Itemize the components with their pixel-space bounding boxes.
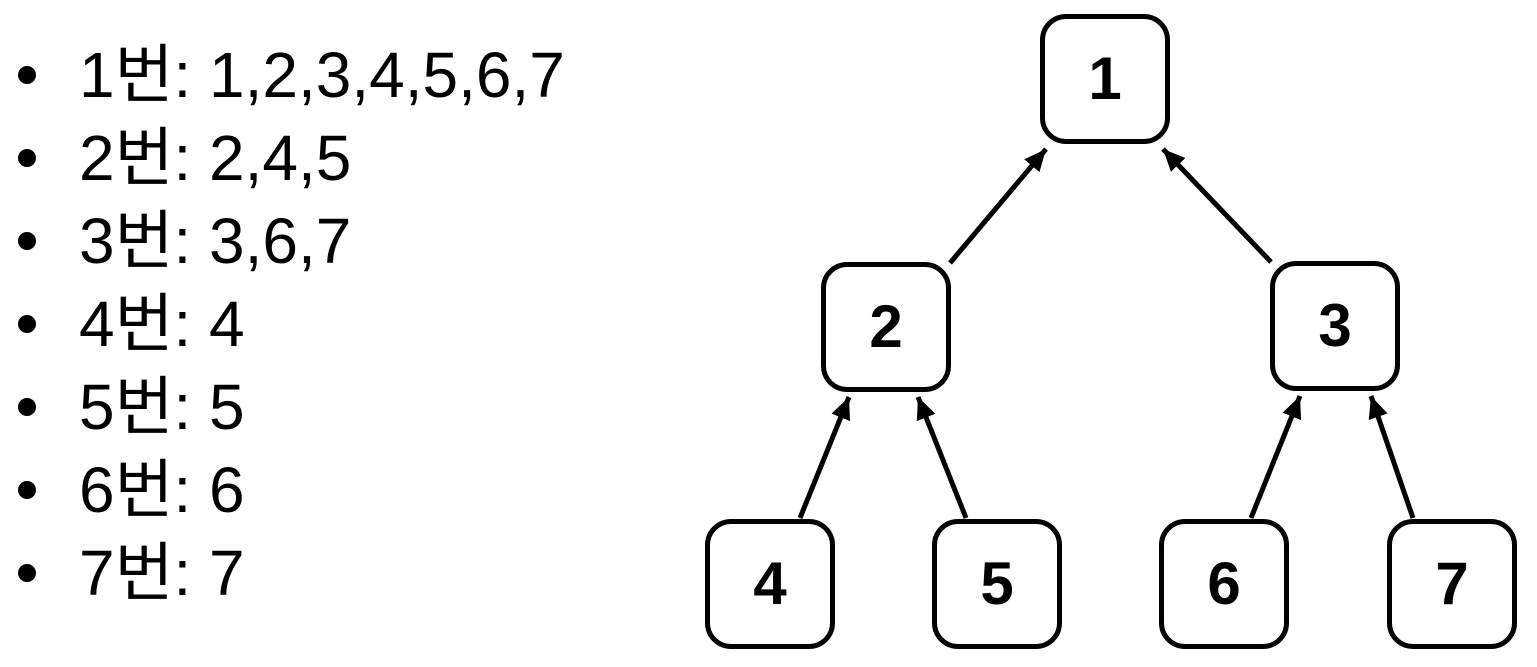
bullet-icon xyxy=(18,480,36,499)
list-item-text: 2번: 2,4,5 xyxy=(79,121,352,194)
tree-node-label: 6 xyxy=(1207,550,1241,617)
tree-node-1: 1 xyxy=(1040,14,1170,144)
tree-node-2: 2 xyxy=(821,262,951,392)
list-item: 7번: 7 xyxy=(18,531,565,614)
list-item-text: 6번: 6 xyxy=(79,453,245,526)
adjacency-list: 1번: 1,2,3,4,5,6,7 2번: 2,4,5 3번: 3,6,7 4번: 4… xyxy=(18,33,565,614)
tree-node-5: 5 xyxy=(932,519,1062,649)
list-item-text: 5번: 5 xyxy=(79,370,245,443)
list-item-text: 3번: 3,6,7 xyxy=(79,204,352,277)
bullet-icon xyxy=(18,148,36,167)
tree-node-6: 6 xyxy=(1159,519,1289,649)
tree-node-label: 4 xyxy=(753,550,787,617)
tree-node-label: 2 xyxy=(869,293,903,360)
bullet-icon xyxy=(18,563,36,582)
tree-node-7: 7 xyxy=(1387,519,1517,649)
tree-node-label: 5 xyxy=(980,550,1014,617)
list-item: 4번: 4 xyxy=(18,282,565,365)
tree-node-label: 3 xyxy=(1318,292,1352,359)
tree-node-label: 1 xyxy=(1088,45,1122,112)
list-item: 5번: 5 xyxy=(18,365,565,448)
bullet-icon xyxy=(18,397,36,416)
list-item: 3번: 3,6,7 xyxy=(18,199,565,282)
list-item: 2번: 2,4,5 xyxy=(18,116,565,199)
list-item: 6번: 6 xyxy=(18,448,565,531)
tree-node-3: 3 xyxy=(1270,261,1400,391)
list-item-text: 7번: 7 xyxy=(79,536,245,609)
list-item-text: 4번: 4 xyxy=(79,287,245,360)
list-item-text: 1번: 1,2,3,4,5,6,7 xyxy=(79,38,565,111)
tree-node-label: 7 xyxy=(1435,550,1469,617)
bullet-icon xyxy=(18,65,36,84)
bullet-icon xyxy=(18,314,36,333)
list-item: 1번: 1,2,3,4,5,6,7 xyxy=(18,33,565,116)
tree-node-4: 4 xyxy=(705,519,835,649)
bullet-icon xyxy=(18,231,36,250)
